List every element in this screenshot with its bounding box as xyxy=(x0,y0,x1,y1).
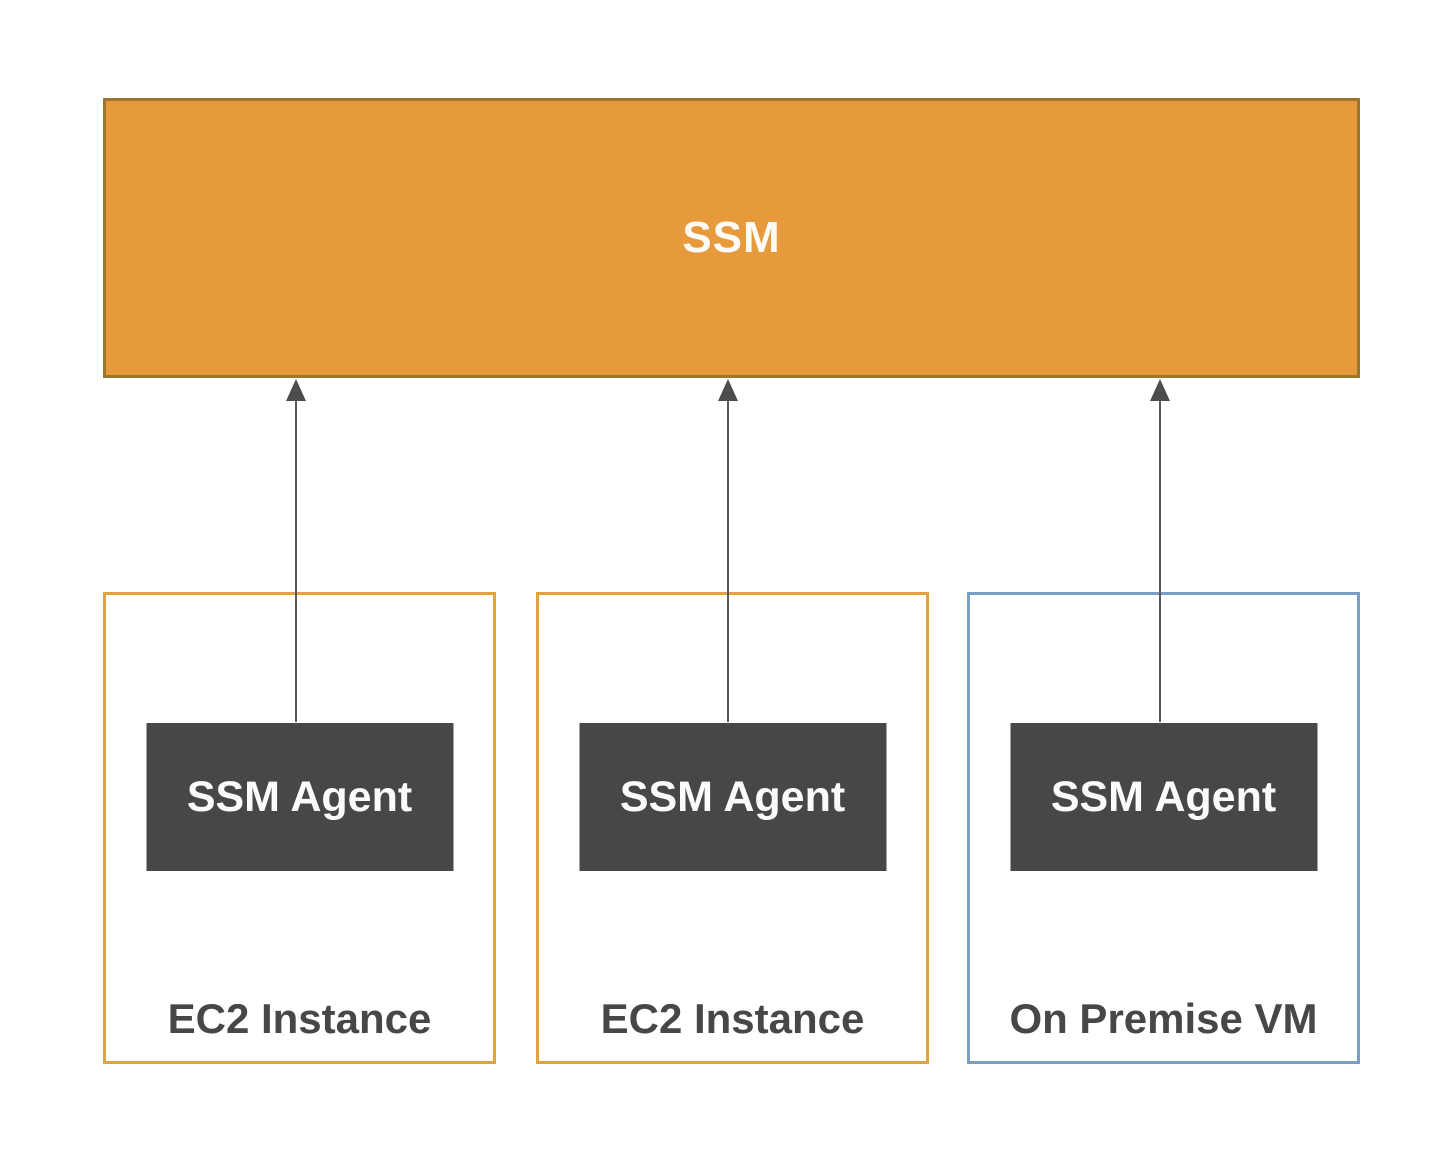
host-label-ec2-1: EC2 Instance xyxy=(167,995,432,1042)
arrowhead-up-icon xyxy=(718,379,738,401)
ssm-agent-label: SSM Agent xyxy=(1050,772,1277,821)
arrow-line xyxy=(1159,399,1161,722)
arrow-line xyxy=(295,399,297,722)
ssm-agent-node-2: SSM Agent xyxy=(579,723,886,871)
host-node-ec2-2: SSM Agent EC2 Instance xyxy=(536,592,929,1064)
host-label-ec2-2: EC2 Instance xyxy=(600,995,865,1042)
host-node-onprem: SSM Agent On Premise VM xyxy=(967,592,1360,1064)
ssm-agent-node-1: SSM Agent xyxy=(146,723,453,871)
ssm-agent-label: SSM Agent xyxy=(619,772,846,821)
arrow-agent3-to-ssm xyxy=(1150,379,1170,722)
host-label-onprem: On Premise VM xyxy=(1009,995,1318,1042)
arrow-line xyxy=(727,399,729,722)
ssm-service-label: SSM xyxy=(682,213,781,262)
host-node-ec2-1: SSM Agent EC2 Instance xyxy=(103,592,496,1064)
arrowhead-up-icon xyxy=(286,379,306,401)
arrowhead-up-icon xyxy=(1150,379,1170,401)
arrow-agent1-to-ssm xyxy=(286,379,306,722)
ssm-agent-label: SSM Agent xyxy=(186,772,413,821)
ssm-service-node: SSM xyxy=(103,98,1360,378)
arrow-agent2-to-ssm xyxy=(718,379,738,722)
ssm-agent-node-3: SSM Agent xyxy=(1010,723,1317,871)
